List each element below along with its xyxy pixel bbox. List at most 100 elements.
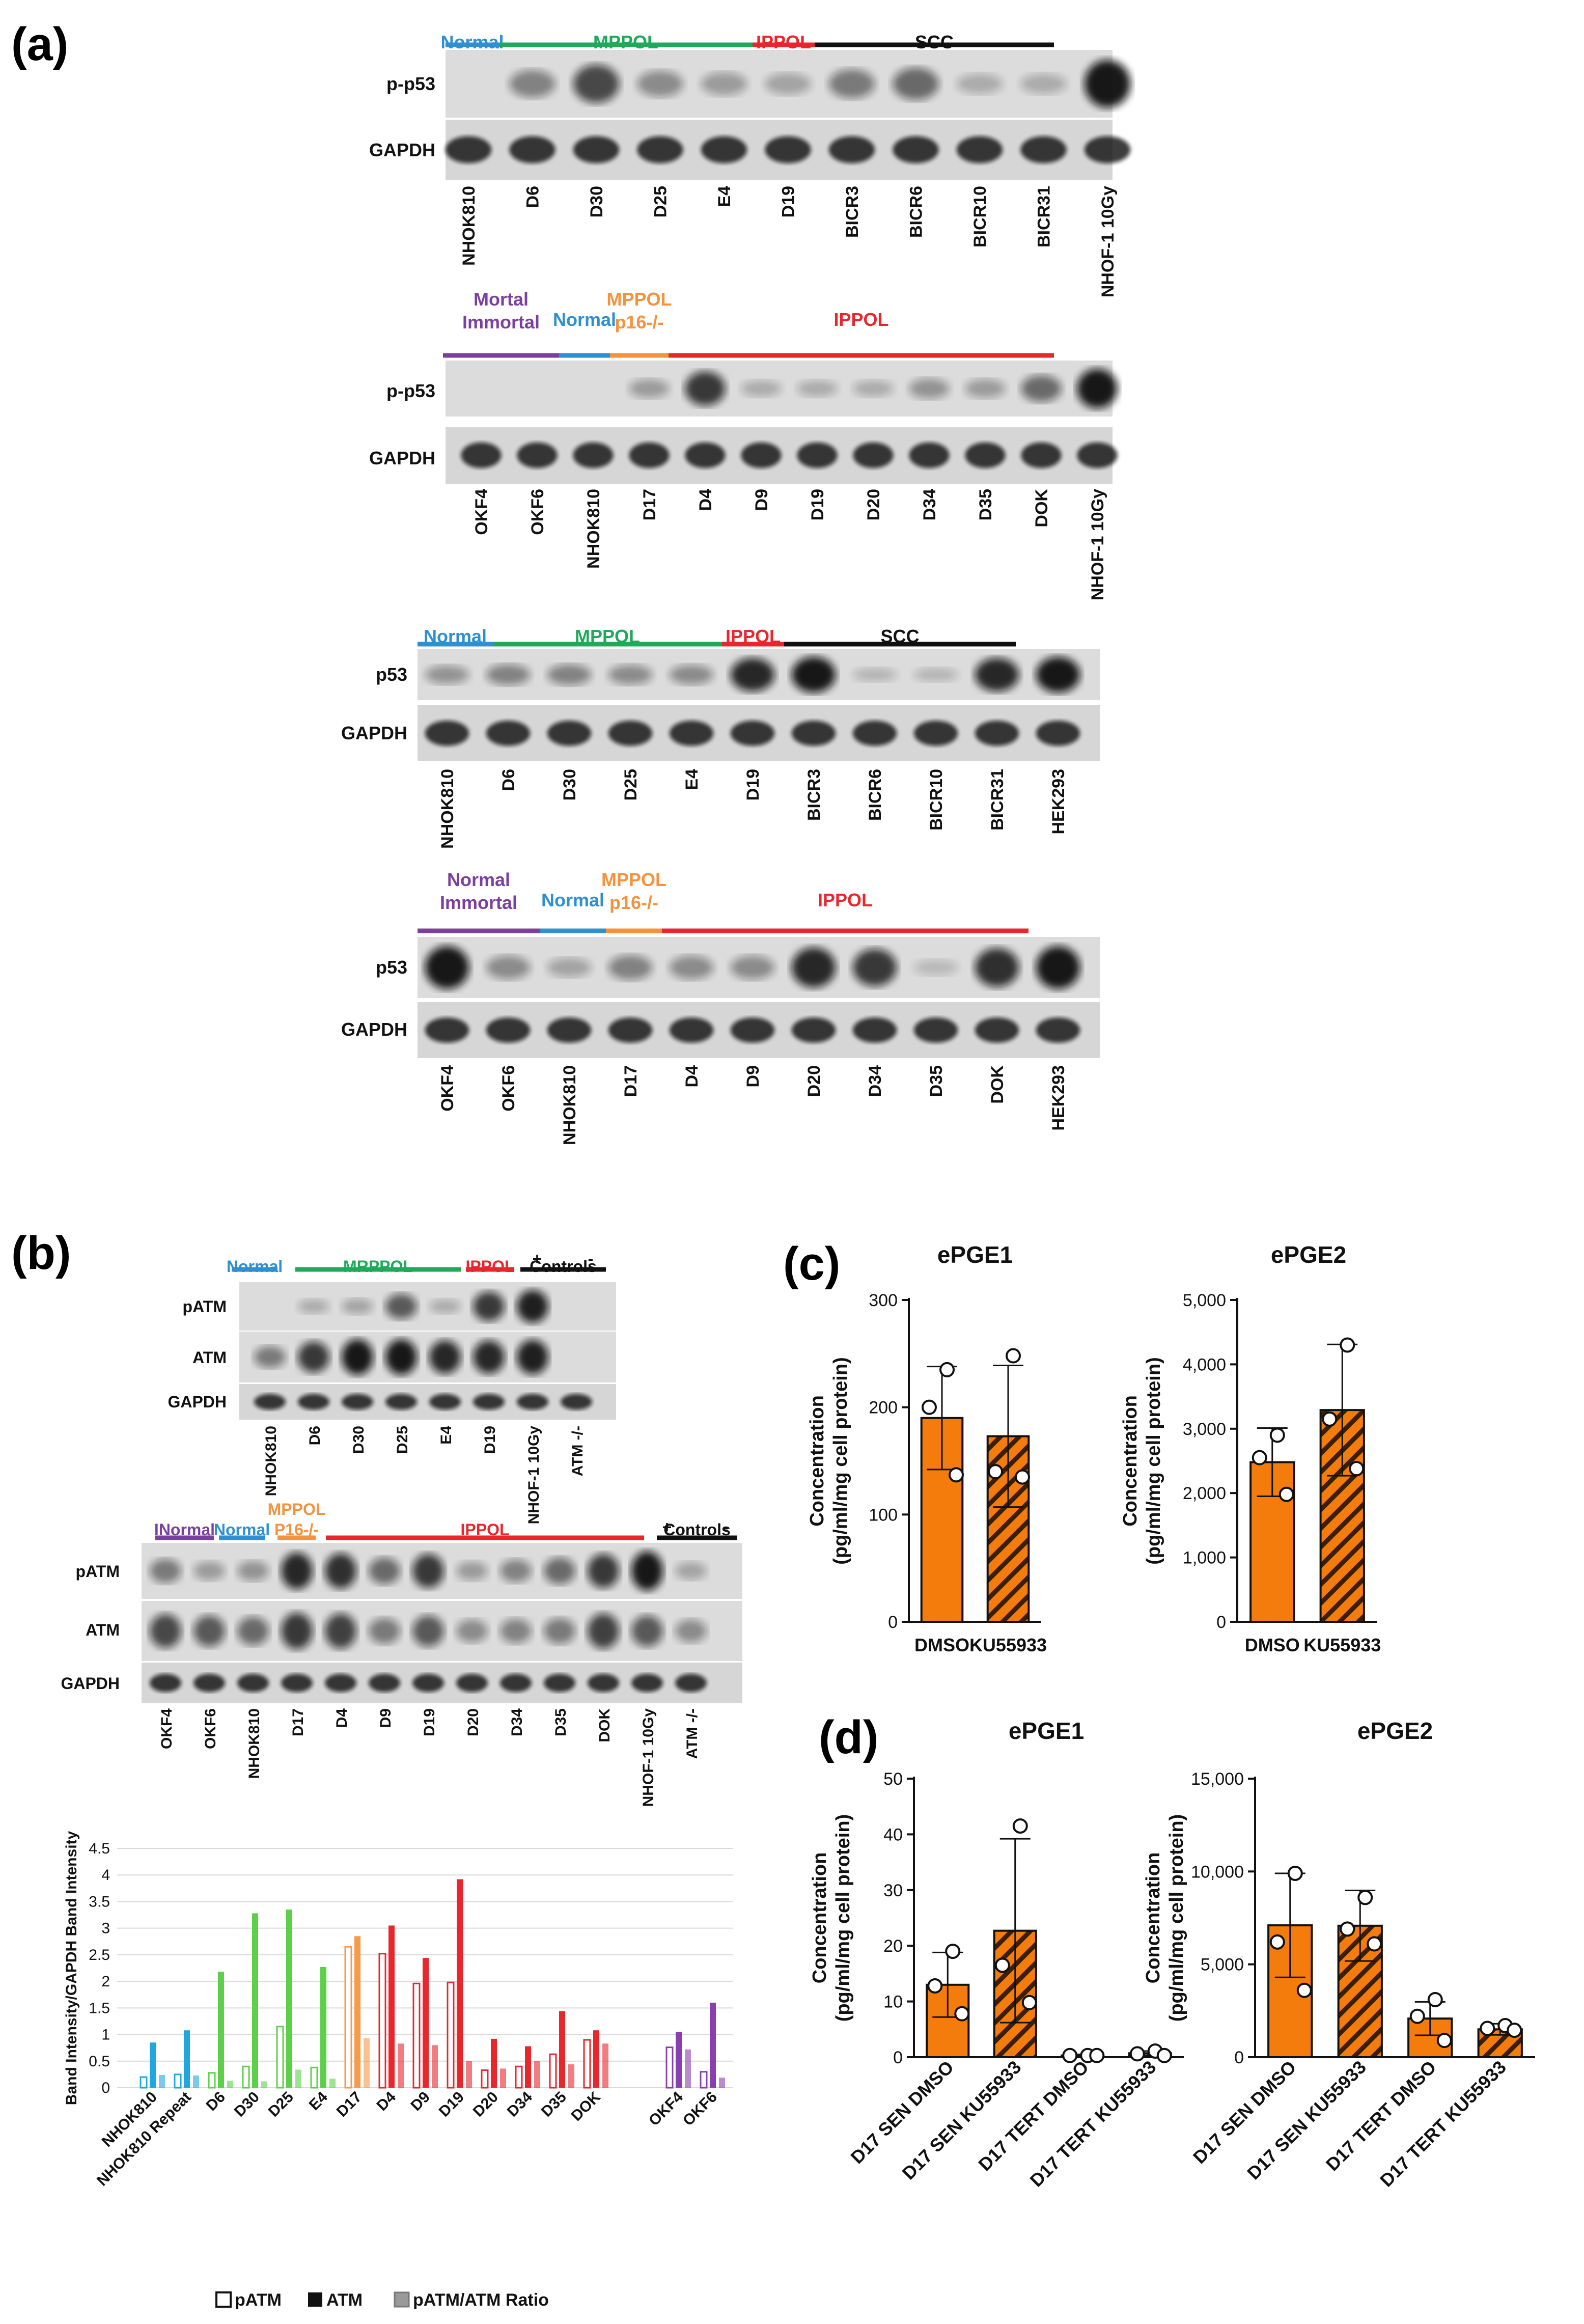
blot-band [828, 69, 875, 99]
blot-band [1036, 946, 1080, 989]
lane-label: D19 [743, 769, 763, 800]
y-tick-label: 10 [883, 1993, 903, 2012]
bar-atm [286, 1910, 292, 2088]
x-tick-label: DMSO [914, 1635, 969, 1655]
data-point [1279, 1486, 1294, 1502]
data-point [1015, 1469, 1030, 1485]
lane-label: D35 [552, 1708, 569, 1736]
data-point [949, 1467, 964, 1483]
lane-label: NHOK810 [560, 1065, 579, 1145]
group-label: IPPOL [465, 1257, 514, 1276]
blot-band [486, 955, 531, 980]
x-tick-label: D9 [407, 2089, 433, 2114]
lane-label: D34 [920, 489, 939, 520]
bar-patm [276, 2026, 284, 2089]
blot-band [913, 668, 958, 682]
bar-atm [525, 2046, 531, 2088]
blot-band [298, 1299, 329, 1314]
blot-strip [239, 1332, 616, 1382]
blot-band [1036, 1017, 1080, 1043]
data-point [1156, 2048, 1172, 2063]
bar-atm [491, 2038, 497, 2088]
blot-band [150, 1559, 181, 1583]
row-label: GAPDH [341, 1019, 407, 1040]
legend-label: pATM [235, 2290, 282, 2310]
blot-band [588, 1613, 619, 1649]
y-tick-label: 3,000 [1183, 1420, 1226, 1439]
bar-atm [559, 2011, 565, 2088]
bar-patm [665, 2046, 674, 2089]
y-tick-label: 1.5 [89, 2000, 110, 2016]
blot-band [852, 949, 897, 986]
blot-band [909, 442, 950, 468]
group-label: MPPOL [575, 626, 640, 647]
blot-band [675, 1674, 707, 1692]
blot-band [975, 658, 1019, 691]
bar-atm [184, 2030, 190, 2088]
blot-band [412, 1674, 444, 1692]
chart-title: ePGE1 [937, 1241, 1013, 1268]
blot-band [913, 721, 958, 746]
blot-band [1036, 721, 1080, 746]
lane-label: D9 [752, 489, 771, 511]
blot-band [385, 1339, 417, 1375]
group-label: IPPOL [756, 32, 811, 52]
bar-atm [218, 1972, 224, 2088]
bar-atm [593, 2030, 599, 2088]
lane-label: D19 [482, 1426, 498, 1454]
y-tick-label: 0 [888, 1613, 898, 1632]
blot-band [325, 1553, 356, 1589]
blot-band [517, 442, 558, 468]
blot-band [1020, 73, 1067, 94]
legend-swatch [215, 2291, 232, 2308]
x-tick-label: KU55933 [969, 1635, 1047, 1655]
control-sign: + [662, 1518, 672, 1536]
blot-band [685, 371, 726, 406]
lane-label: BICR10 [970, 186, 990, 247]
data-point [1269, 1427, 1285, 1443]
blot-band [281, 1552, 313, 1590]
data-point [1427, 1991, 1443, 2007]
row-label: ATM [192, 1348, 227, 1367]
blot-band [547, 957, 592, 978]
y-tick-label: 3.5 [89, 1893, 110, 1910]
blot-band [893, 67, 939, 100]
x-tick-label: D17 TERT KU55933 [1026, 2057, 1160, 2191]
data-point [927, 1978, 943, 1994]
blot-band [298, 1394, 329, 1410]
control-sign: - [588, 1250, 594, 1268]
blot-band [509, 70, 555, 98]
blot-band [547, 664, 592, 685]
blot-band [547, 1017, 592, 1043]
bar-patm [242, 2065, 250, 2089]
group-label: INormal [154, 1520, 215, 1539]
group-label: IPPOL [833, 309, 888, 330]
y-axis-label: Concentration(pg/ml/mg cell protein) [807, 1357, 851, 1564]
group-label: MRPPOL [343, 1257, 413, 1276]
bar-patm [310, 2066, 318, 2089]
blot-band [791, 947, 836, 988]
lane-label: D25 [621, 769, 641, 800]
blot-band [342, 1298, 373, 1314]
x-tick-label: KU55933 [1303, 1635, 1381, 1655]
blot-band [588, 1554, 619, 1588]
blot-band [456, 1674, 488, 1692]
data-point [1349, 1461, 1365, 1477]
blot-band [956, 73, 1003, 94]
lane-label: HEK293 [1049, 1065, 1068, 1131]
bar-patm [140, 2076, 148, 2089]
blot-band [385, 1293, 417, 1319]
lane-label: OKF6 [499, 1065, 518, 1112]
y-tick-label: 300 [869, 1291, 898, 1310]
legend-swatch [394, 2291, 410, 2308]
blot-band [852, 721, 897, 746]
group-label: Normal [424, 626, 487, 647]
bar-patm-atm-ratio [329, 2079, 336, 2088]
blot-band [544, 1618, 575, 1644]
y-tick-label: 4 [101, 1867, 110, 1884]
blot-band [975, 948, 1019, 987]
bar-patm-atm-ratio [685, 2049, 691, 2088]
